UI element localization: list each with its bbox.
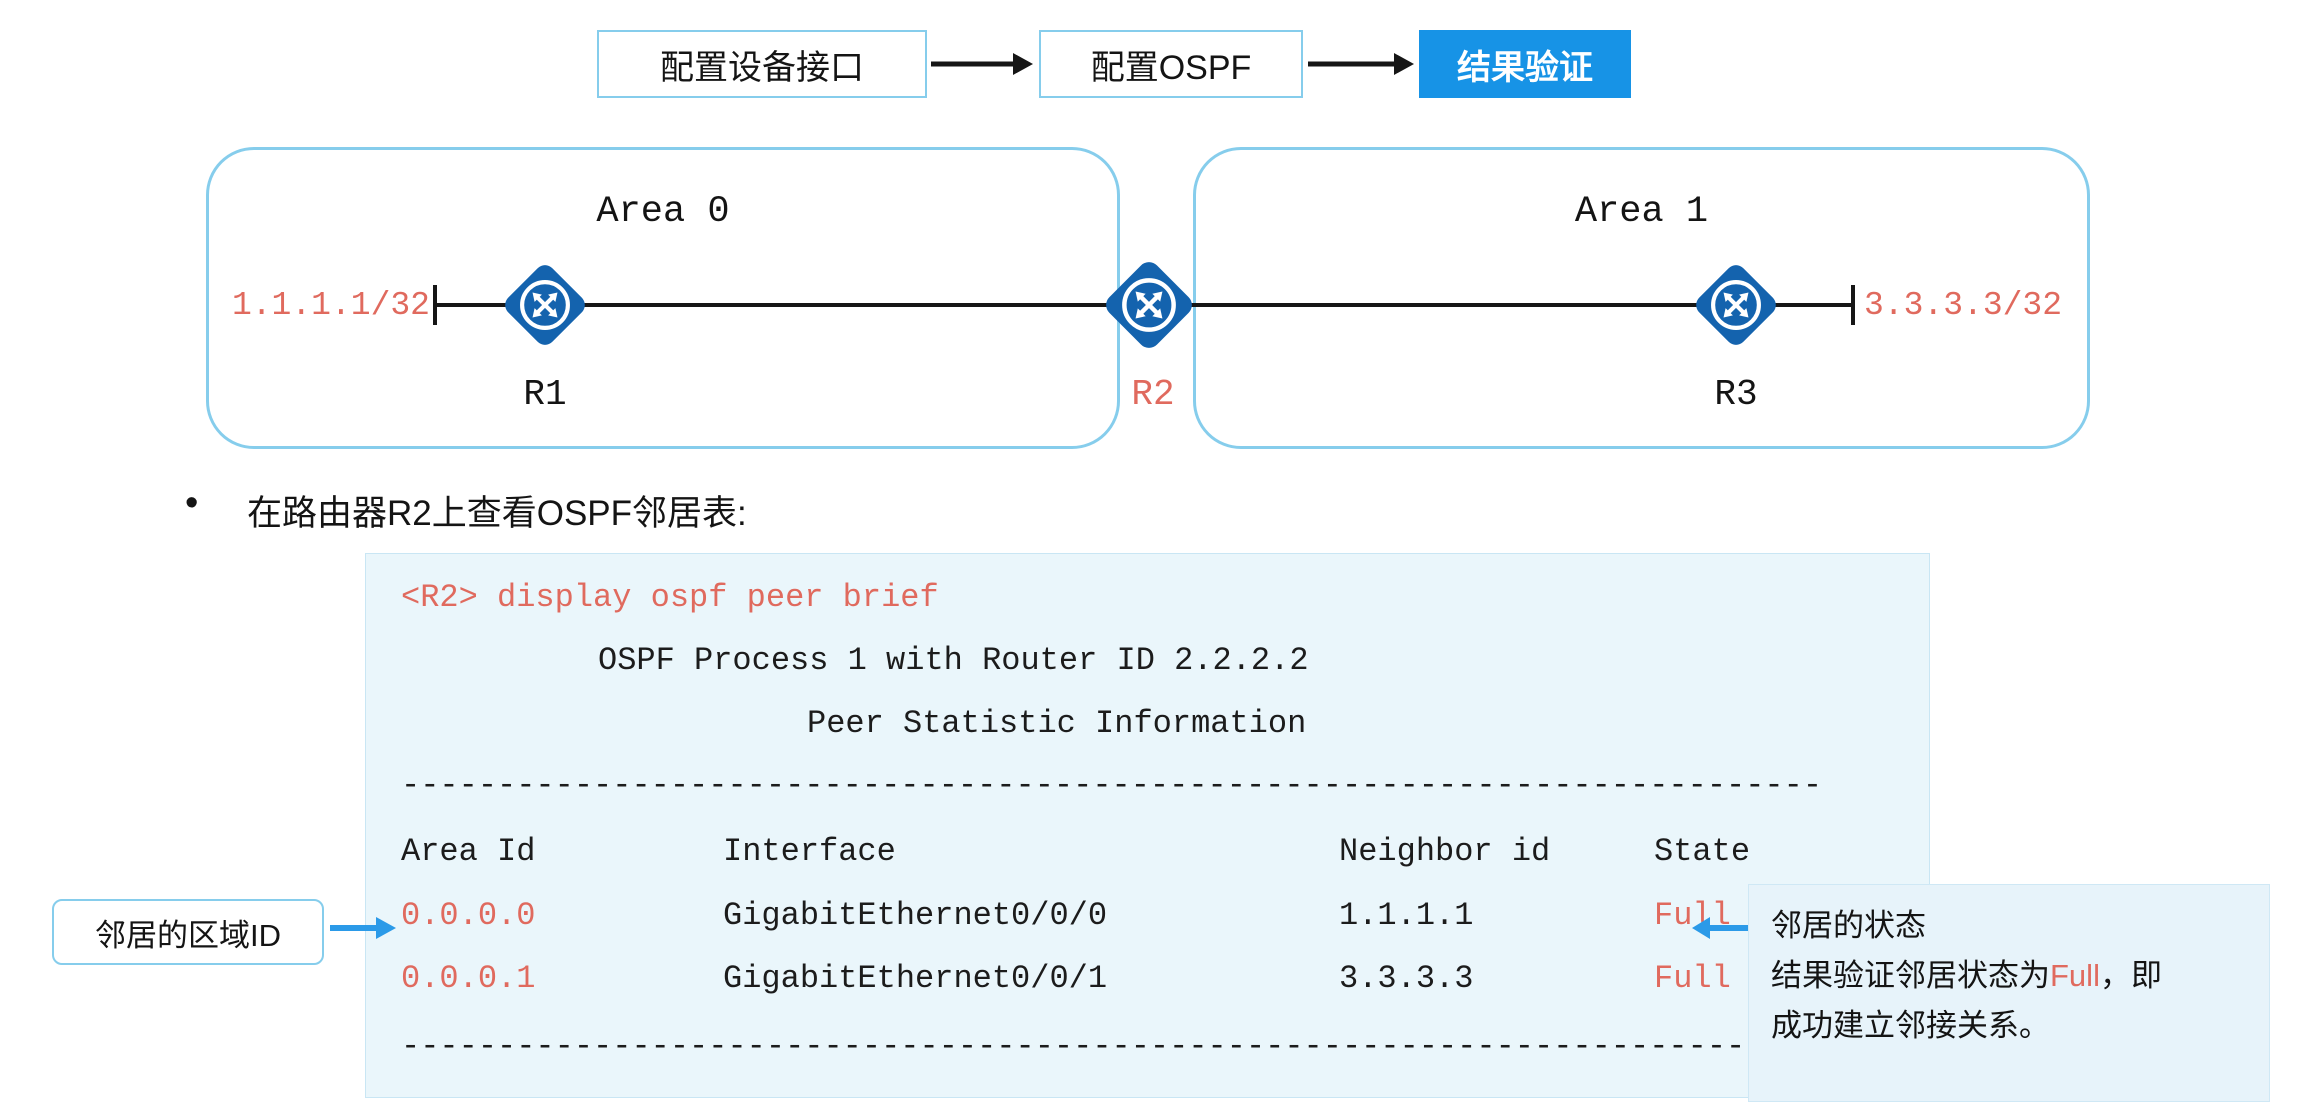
callout-state: 邻居的状态 结果验证邻居状态为Full，即 成功建立邻接关系。	[1748, 884, 2270, 1102]
row2-neighbor-id: 3.3.3.3	[1339, 960, 1474, 997]
router-r2-icon	[1106, 262, 1192, 348]
callout-area-id: 邻居的区域ID	[52, 899, 324, 965]
flow-step-configure-ospf: 配置OSPF	[1039, 30, 1303, 98]
callout-state-highlight: Full	[2050, 958, 2100, 993]
header-area-id: Area Id	[401, 833, 536, 870]
callout-state-arrow-icon	[1692, 917, 1750, 939]
row1-neighbor-id: 1.1.1.1	[1339, 897, 1474, 934]
callout-state-pre: 结果验证邻居状态为	[1771, 958, 2050, 993]
row2-state: Full	[1654, 960, 1731, 997]
flow-step-configure-interfaces: 配置设备接口	[597, 30, 927, 98]
router-r1-label: R1	[523, 374, 567, 415]
header-state: State	[1654, 833, 1751, 870]
divider-bottom: ----------------------------------------…	[401, 1028, 1823, 1065]
flow-step-verify-result: 结果验证	[1419, 30, 1631, 98]
r1-loopback-ip: 1.1.1.1/32	[231, 287, 430, 324]
router-r3-label: R3	[1714, 374, 1758, 415]
flow-arrow-2-icon	[1308, 53, 1414, 75]
callout-state-line1: 结果验证邻居状态为Full，即	[1771, 951, 2247, 1001]
callout-area-id-text: 邻居的区域ID	[95, 917, 281, 953]
row1-area-id: 0.0.0.0	[401, 897, 536, 934]
ospf-process-line: OSPF Process 1 with Router ID 2.2.2.2	[598, 642, 1309, 679]
flow-arrow-1-icon	[931, 53, 1033, 75]
header-interface: Interface	[723, 833, 896, 870]
header-neighbor-id: Neighbor id	[1339, 833, 1551, 870]
right-endpoint-tick	[1851, 285, 1855, 325]
router-r3-icon	[1696, 265, 1776, 345]
peer-statistic-line: Peer Statistic Information	[807, 705, 1307, 742]
cli-command: <R2> display ospf peer brief	[401, 579, 939, 616]
area1-label: Area 1	[1574, 191, 1709, 233]
divider-top: ----------------------------------------…	[401, 767, 1823, 804]
left-endpoint-tick	[433, 285, 437, 325]
area0-label: Area 0	[596, 191, 730, 233]
router-r1-icon	[505, 265, 585, 345]
router-r2-label: R2	[1131, 374, 1175, 415]
callout-state-title: 邻居的状态	[1771, 908, 1926, 943]
bullet-text: 在路由器R2上查看OSPF邻居表:	[247, 494, 747, 533]
callout-area-arrow-icon	[330, 917, 396, 939]
cli-output-panel: <R2> display ospf peer brief OSPF Proces…	[365, 553, 1930, 1098]
bullet-marker: •	[185, 482, 199, 524]
row1-interface: GigabitEthernet0/0/0	[723, 897, 1108, 934]
r3-loopback-ip: 3.3.3.3/32	[1864, 287, 2063, 324]
callout-state-line2: 成功建立邻接关系。	[1771, 1008, 2050, 1043]
row2-area-id: 0.0.0.1	[401, 960, 536, 997]
callout-state-mid: ，即	[2099, 958, 2162, 993]
row2-interface: GigabitEthernet0/0/1	[723, 960, 1108, 997]
area1-boundary-box	[1193, 147, 2090, 449]
